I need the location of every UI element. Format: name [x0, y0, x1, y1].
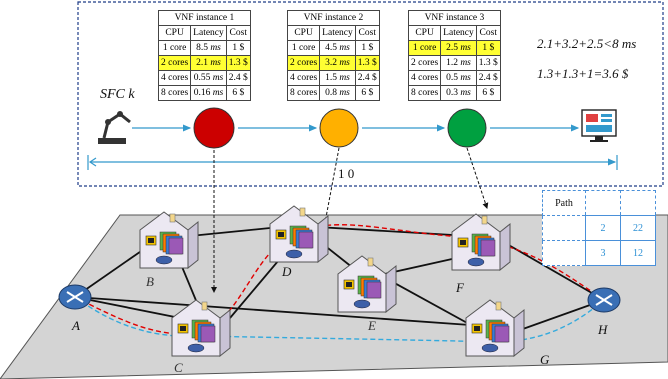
node-label-A: A	[71, 318, 80, 333]
robot-arm-icon	[98, 111, 131, 144]
length-label: 1 0	[338, 166, 354, 181]
col-cost: Cost	[225, 25, 251, 41]
col-latency: Latency	[319, 25, 356, 41]
table-row-selected: 2 cores 2.1 ms 1.3 $	[157, 55, 251, 71]
col-cost: Cost	[354, 25, 380, 41]
sfc-chain	[87, 107, 618, 170]
vnf-table-3: VNF instance 3 CPU Latency Cost 1 core 2…	[407, 10, 501, 101]
cost-formula: 1.3+1.3+1=3.6 $	[537, 66, 629, 81]
datacenter-D	[269, 205, 329, 263]
table-row-selected: 1 core 2.5 ms 1 $	[407, 40, 501, 56]
table-row: 4 cores 0.5 ms 2.4 $	[407, 70, 501, 86]
sfc-label: SFC k	[100, 87, 135, 102]
path-table: Path 2 22 3 12	[542, 190, 656, 266]
table-row: 8 cores 0.8 ms 6 $	[286, 85, 380, 101]
vnf-table-2: VNF instance 2 CPU Latency Cost 1 core 4…	[286, 10, 380, 101]
blue-path	[74, 296, 605, 343]
vnf3-node	[447, 108, 487, 148]
table-row: 2 22	[542, 215, 656, 241]
node-label-E: E	[367, 318, 376, 333]
node-label-C: C	[174, 360, 183, 375]
node-label-H: H	[597, 322, 608, 337]
node-label-G: G	[540, 352, 550, 367]
col-latency: Latency	[440, 25, 477, 41]
vnf-table-title: VNF instance 3	[408, 10, 501, 26]
router-H	[587, 287, 621, 313]
latency-formula: 2.1+3.2+2.5<8 ms	[537, 36, 637, 51]
node-label-B: B	[146, 274, 154, 289]
vnf-table-title: VNF instance 1	[158, 10, 251, 26]
router-A	[58, 284, 92, 310]
vnf2-node	[319, 108, 359, 148]
node-label-D: D	[281, 264, 292, 279]
vnf-table-title: VNF instance 2	[287, 10, 380, 26]
path-header: Path	[542, 190, 586, 216]
table-row: 1 core 8.5 ms 1 $	[157, 40, 251, 56]
table-row: 3 12	[542, 240, 656, 266]
node-label-F: F	[455, 280, 465, 295]
col-cost: Cost	[475, 25, 501, 41]
table-row: 4 cores 1.5 ms 2.4 $	[286, 70, 380, 86]
table-row: 8 cores 0.16 ms 6 $	[157, 85, 251, 101]
vnf1-node	[193, 107, 235, 149]
table-row: 4 cores 0.55 ms 2.4 $	[157, 70, 251, 86]
table-row-selected: 2 cores 3.2 ms 1.3 $	[286, 55, 380, 71]
table-row: 1 core 4.5 ms 1 $	[286, 40, 380, 56]
table-row: 2 cores 1.2 ms 1.3 $	[407, 55, 501, 71]
col-latency: Latency	[190, 25, 227, 41]
dashboard-icon	[581, 109, 617, 142]
table-row: 8 cores 0.3 ms 6 $	[407, 85, 501, 101]
col-cpu: CPU	[157, 25, 192, 41]
vnf-table-1: VNF instance 1 CPU Latency Cost 1 core 8…	[157, 10, 251, 101]
col-cpu: CPU	[407, 25, 442, 41]
col-cpu: CPU	[286, 25, 321, 41]
